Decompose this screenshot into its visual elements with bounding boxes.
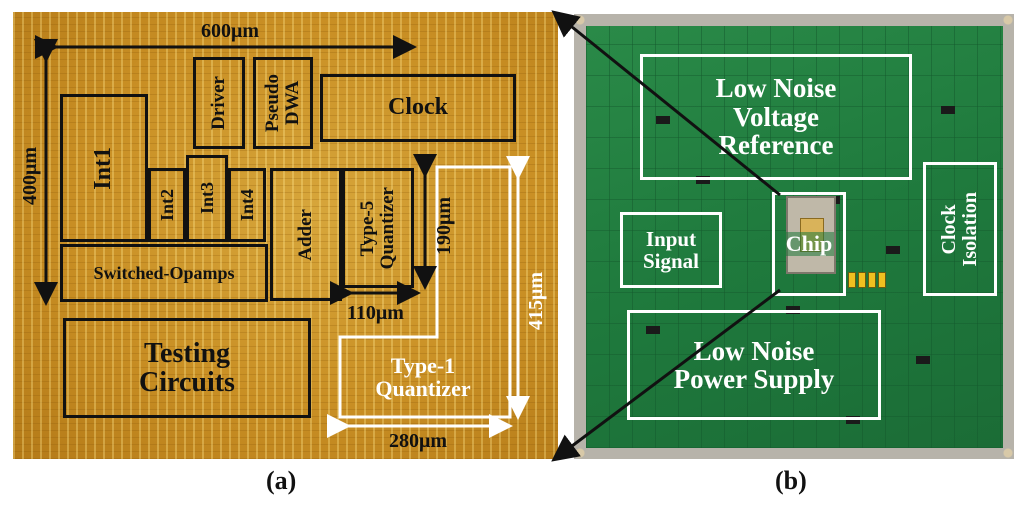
chip-label: Chip (783, 231, 835, 257)
clock-isolation-block: Clock Isolation (923, 162, 997, 296)
switched-opamps-block: Switched-Opamps (60, 244, 268, 302)
int2-block: Int2 (148, 168, 186, 242)
type1-line1: Type-1 (390, 352, 456, 378)
caption-b: (b) (775, 466, 807, 495)
voltage-reference-label: Low Noise Voltage Reference (716, 74, 837, 159)
clock-block: Clock (320, 74, 516, 142)
type1-quantizer-text: Type-1 Quantizer (375, 354, 470, 400)
input-signal-label: Input Signal (643, 228, 699, 272)
die-micrograph: Driver Pseudo DWA Clock Int1 Int2 Int3 I… (13, 12, 558, 459)
int4-block: Int4 (228, 168, 266, 242)
vref-line1: Low Noise (715, 73, 837, 104)
power-line2: Power Supply (673, 364, 835, 394)
testing-line2: Circuits (139, 367, 235, 398)
input-line2: Signal (642, 249, 700, 273)
int1-block: Int1 (60, 94, 148, 242)
type1-line2: Quantizer (375, 376, 471, 401)
dim-width-top: 600μm (201, 20, 259, 42)
pcb-photo: Low Noise Voltage Reference Input Signal… (574, 14, 1014, 459)
dimension-arrows (34, 35, 530, 438)
caption-a: (a) (266, 466, 297, 495)
chip-block: Chip (772, 192, 846, 296)
input-signal-block: Input Signal (620, 212, 722, 288)
testing-circuits-block: Testing Circuits (63, 318, 311, 418)
switched-opamps-label: Switched-Opamps (93, 262, 235, 283)
testing-circuits-label: Testing Circuits (139, 337, 235, 398)
input-line1: Input (645, 226, 697, 251)
type1-quantizer-label: Type-1 Quantizer (348, 344, 498, 410)
dim-quantizer-width: 110μm (347, 302, 404, 324)
dim-total-width: 280μm (389, 430, 447, 452)
adder-block: Adder (270, 168, 342, 301)
int3-block: Int3 (186, 155, 228, 242)
vref-line3: Reference (718, 130, 834, 161)
clock-label: Clock (388, 94, 448, 121)
testing-line1: Testing (143, 337, 231, 369)
vref-line2: Voltage (733, 101, 819, 132)
voltage-reference-block: Low Noise Voltage Reference (640, 54, 912, 180)
